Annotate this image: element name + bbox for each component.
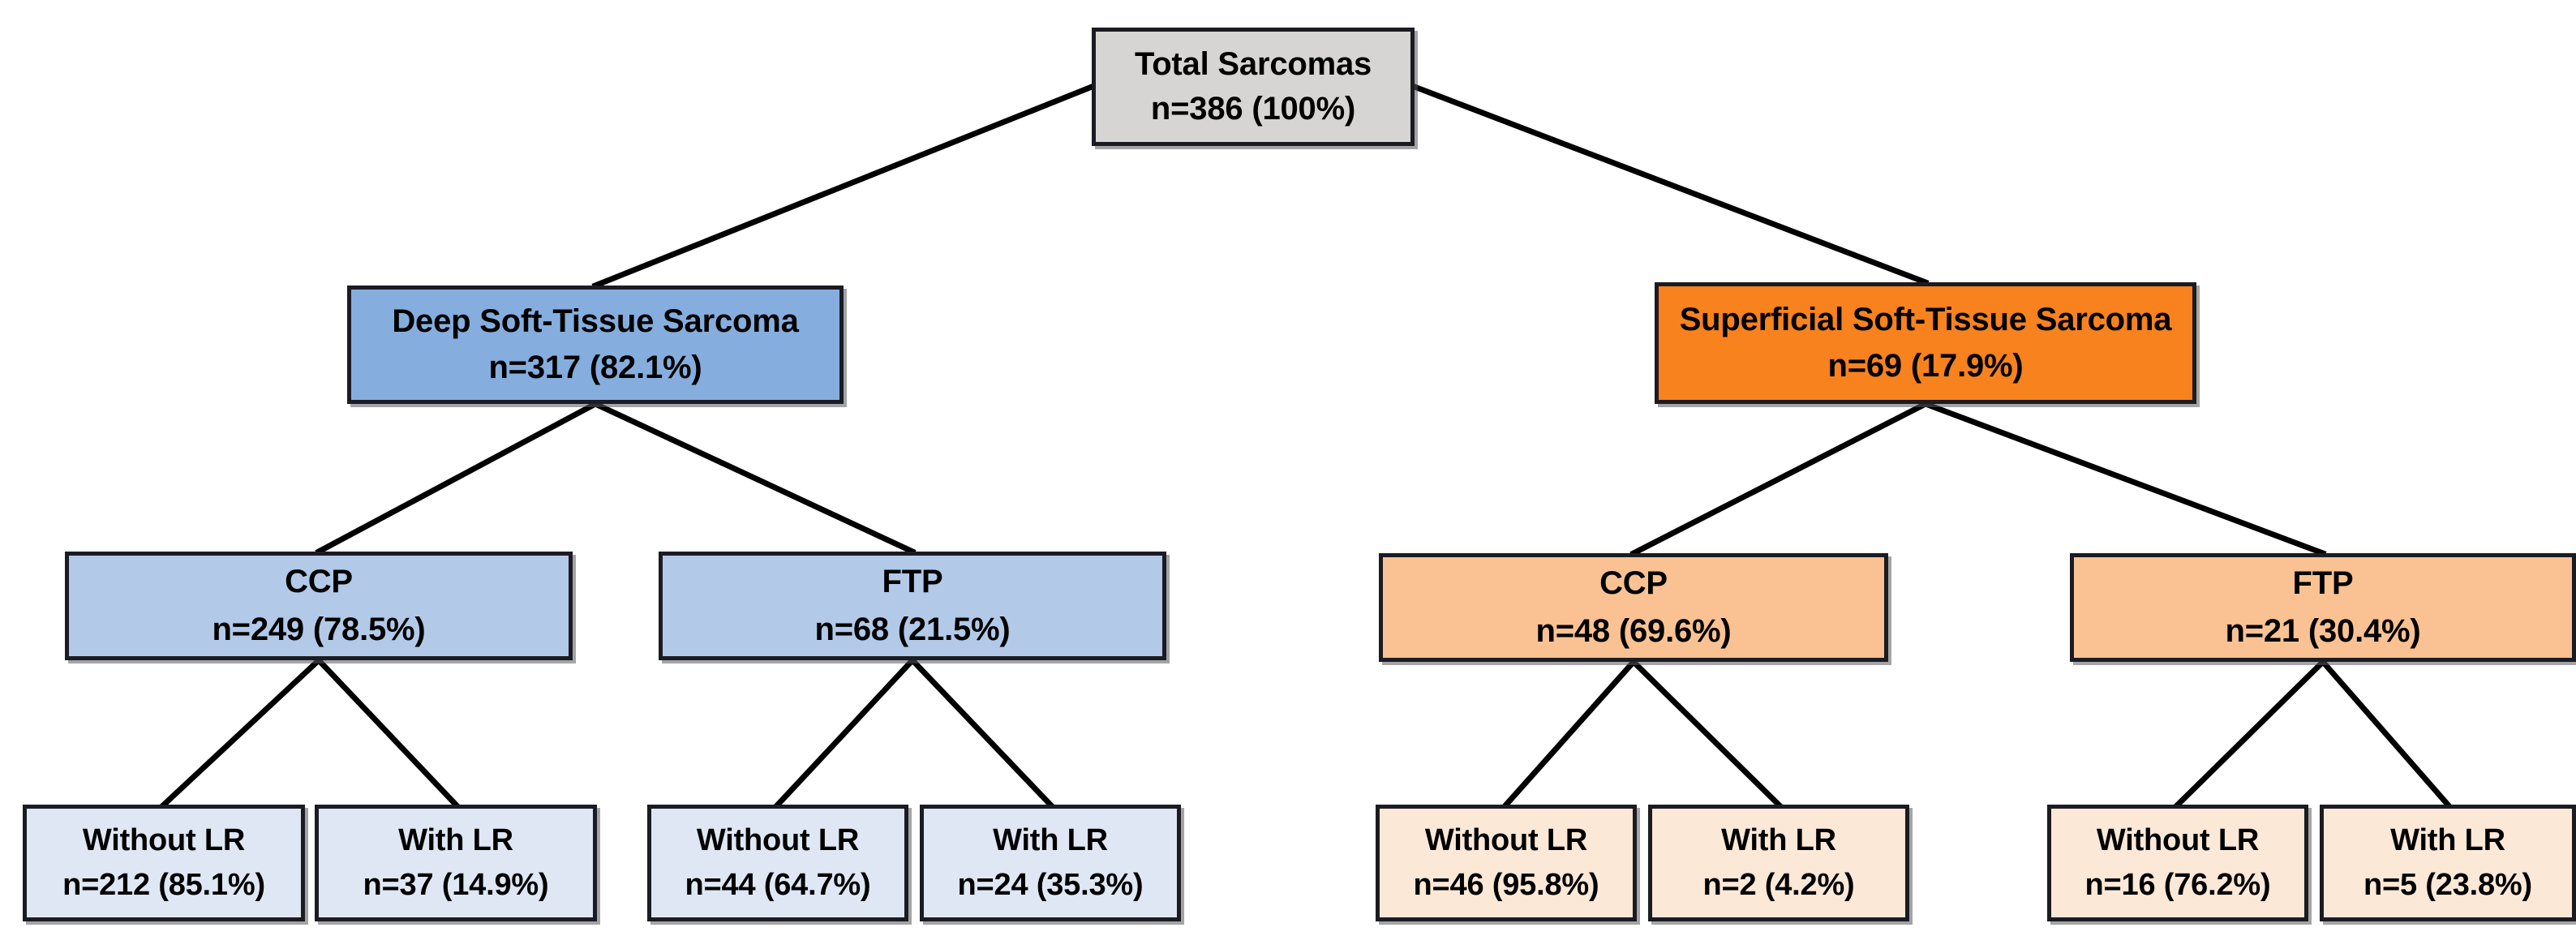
node-stat: n=2 (4.2%) <box>1702 868 1855 902</box>
node-sup-ccp-with-lr[interactable]: With LR n=2 (4.2%) <box>1648 805 1909 921</box>
connector-deep-ccp-to-deep-ccp-without-lr <box>160 656 323 809</box>
node-sup-ftp[interactable]: FTP n=21 (30.4%) <box>2070 553 2576 662</box>
connector-deep-ftp-to-deep-ftp-without-lr <box>774 656 917 809</box>
connector-superficial-to-sup-ftp <box>1921 400 2327 557</box>
node-title: Without LR <box>1424 823 1588 858</box>
connector-total-to-superficial <box>1410 83 1930 286</box>
node-stat: n=68 (21.5%) <box>814 612 1011 647</box>
node-stat: n=317 (82.1%) <box>488 350 702 385</box>
node-deep-ftp-with-lr[interactable]: With LR n=24 (35.3%) <box>920 805 1181 921</box>
node-deep-ftp[interactable]: FTP n=68 (21.5%) <box>659 552 1166 660</box>
node-stat: n=249 (78.5%) <box>212 612 426 647</box>
connector-sup-ftp-to-sup-ftp-without-lr <box>2174 658 2327 809</box>
node-deep-ccp-with-lr[interactable]: With LR n=37 (14.9%) <box>315 805 597 921</box>
node-stat: n=5 (23.8%) <box>2363 868 2532 902</box>
node-title: FTP <box>882 563 943 599</box>
node-title: Without LR <box>2096 823 2260 858</box>
node-sup-ccp-without-lr[interactable]: Without LR n=46 (95.8%) <box>1376 805 1637 921</box>
node-deep-ccp-without-lr[interactable]: Without LR n=212 (85.1%) <box>23 805 305 921</box>
node-title: With LR <box>398 823 513 858</box>
node-sup-ftp-with-lr[interactable]: With LR n=5 (23.8%) <box>2320 805 2576 921</box>
connector-deep-to-deep-ftp <box>591 400 917 556</box>
connector-total-to-deep <box>591 83 1096 290</box>
node-title: Without LR <box>82 823 246 858</box>
node-stat: n=69 (17.9%) <box>1827 348 2024 384</box>
node-deep-ccp[interactable]: CCP n=249 (78.5%) <box>65 552 573 660</box>
node-stat: n=386 (100%) <box>1150 91 1356 127</box>
node-title: Superficial Soft-Tissue Sarcoma <box>1679 301 2172 337</box>
node-title: FTP <box>2292 565 2354 601</box>
node-total[interactable]: Total Sarcomas n=386 (100%) <box>1092 28 1415 146</box>
node-title: CCP <box>285 563 353 599</box>
node-title: Without LR <box>696 823 860 858</box>
node-superficial[interactable]: Superficial Soft-Tissue Sarcoma n=69 (17.… <box>1655 282 2196 404</box>
node-stat: n=46 (95.8%) <box>1413 868 1599 902</box>
node-sup-ccp[interactable]: CCP n=48 (69.6%) <box>1379 553 1888 662</box>
node-sup-ftp-without-lr[interactable]: Without LR n=16 (76.2%) <box>2047 805 2308 921</box>
node-title: Total Sarcomas <box>1134 45 1372 82</box>
node-stat: n=21 (30.4%) <box>2225 613 2421 649</box>
node-stat: n=37 (14.9%) <box>363 868 549 902</box>
connector-deep-ccp-to-deep-ccp-with-lr <box>315 656 460 809</box>
connector-deep-to-deep-ccp <box>315 400 599 556</box>
node-stat: n=212 (85.1%) <box>62 868 265 902</box>
node-stat: n=24 (35.3%) <box>957 868 1144 902</box>
node-stat: n=48 (69.6%) <box>1535 613 1732 649</box>
connector-sup-ftp-to-sup-ftp-with-lr <box>2319 658 2452 809</box>
node-title: Deep Soft-Tissue Sarcoma <box>392 303 799 339</box>
node-title: With LR <box>2390 823 2505 858</box>
connector-deep-ftp-to-deep-ftp-with-lr <box>908 656 1054 809</box>
node-deep[interactable]: Deep Soft-Tissue Sarcoma n=317 (82.1%) <box>347 286 844 404</box>
node-title: With LR <box>993 823 1108 858</box>
node-title: With LR <box>1721 823 1836 858</box>
node-deep-ftp-without-lr[interactable]: Without LR n=44 (64.7%) <box>647 805 908 921</box>
connector-sup-ccp-to-sup-ccp-without-lr <box>1502 658 1638 809</box>
node-title: CCP <box>1599 565 1668 601</box>
connector-superficial-to-sup-ccp <box>1629 400 1930 557</box>
node-stat: n=44 (64.7%) <box>685 868 871 902</box>
connector-sup-ccp-to-sup-ccp-with-lr <box>1629 658 1783 809</box>
node-stat: n=16 (76.2%) <box>2084 868 2271 902</box>
